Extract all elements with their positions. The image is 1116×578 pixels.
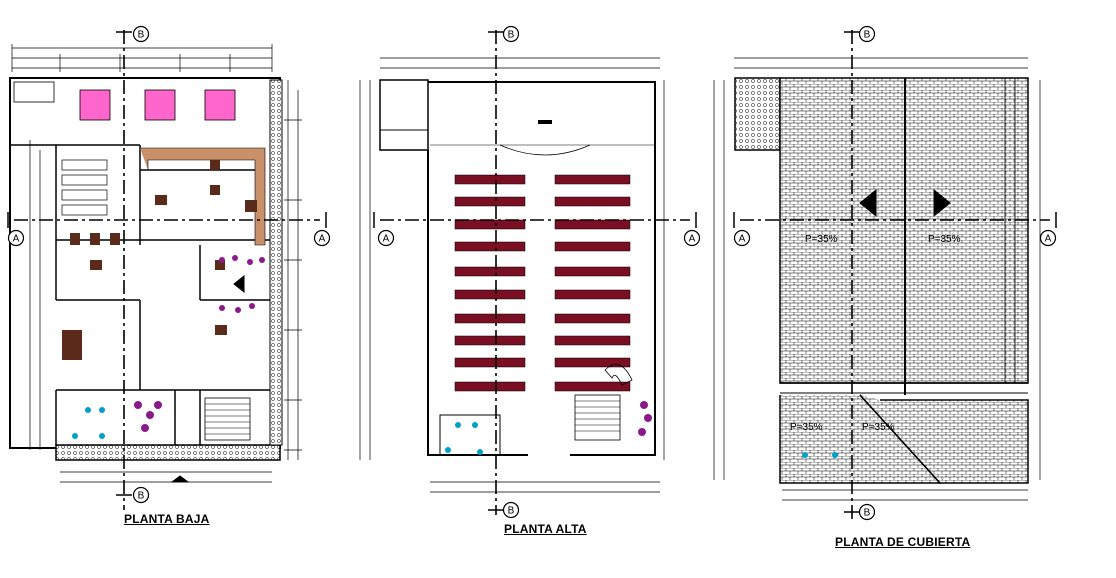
seat-row	[554, 219, 631, 230]
seat-row	[454, 219, 526, 230]
axis-bubble	[132, 486, 150, 504]
axis-bubble	[502, 501, 520, 519]
seat-row	[554, 313, 631, 324]
seat-row	[554, 289, 631, 300]
seat-row	[454, 196, 526, 207]
slope-label-2: P=35%	[928, 234, 961, 245]
plan-cubierta: P=35% P=35% P=35% P=35%	[713, 57, 1041, 501]
axis-lines	[14, 30, 1050, 520]
axis-bubble-label: A	[383, 234, 390, 245]
seat-row	[454, 381, 526, 392]
plan-title-cubierta: PLANTA DE CUBIERTA	[835, 535, 971, 549]
axis-bubble	[132, 25, 150, 43]
axis-bubble	[377, 229, 395, 247]
axis-bubble	[858, 25, 876, 43]
seat-row	[554, 266, 631, 277]
seat-row	[454, 266, 526, 277]
axis-bubble-label: B	[508, 30, 515, 41]
seat-row	[554, 196, 631, 207]
plan-baja	[9, 44, 302, 483]
axis-bubble-label: B	[138, 30, 145, 41]
plan-alta	[359, 57, 665, 493]
seat-row	[554, 381, 631, 392]
axis-bubble	[1039, 229, 1057, 247]
axis-bubble	[7, 229, 25, 247]
axis-markers: A A A A A A B B B B B B	[7, 25, 1057, 521]
axis-bubble-label: A	[689, 234, 696, 245]
axis-bubble-label: A	[13, 234, 20, 245]
axis-bubble	[313, 229, 331, 247]
axis-bubble	[733, 229, 751, 247]
seat-row	[454, 313, 526, 324]
slope-label-3: P=35%	[790, 422, 823, 433]
axis-bubble-label: B	[138, 491, 145, 502]
plan-title-alta: PLANTA ALTA	[504, 522, 587, 536]
axis-bubble	[502, 25, 520, 43]
seat-row	[454, 289, 526, 300]
seat-row	[454, 241, 526, 252]
plan-title-baja: PLANTA BAJA	[124, 512, 210, 526]
seating	[454, 174, 631, 392]
slope-label-4: P=35%	[862, 422, 895, 433]
axis-bubble-label: B	[864, 508, 871, 519]
seat-row	[454, 357, 526, 368]
axis-bubble-label: B	[508, 506, 515, 517]
seat-row	[454, 335, 526, 346]
axis-bubble-label: A	[1045, 234, 1052, 245]
axis-bubble-label: B	[864, 30, 871, 41]
axis-bubble-label: A	[739, 234, 746, 245]
seat-row	[554, 174, 631, 185]
axis-bubble	[683, 229, 701, 247]
axis-bubble-label: A	[319, 234, 326, 245]
slope-label-1: P=35%	[805, 234, 838, 245]
seat-row	[554, 241, 631, 252]
seat-row	[554, 357, 631, 368]
axis-bubble	[858, 503, 876, 521]
seat-row	[454, 174, 526, 185]
seat-row	[554, 335, 631, 346]
